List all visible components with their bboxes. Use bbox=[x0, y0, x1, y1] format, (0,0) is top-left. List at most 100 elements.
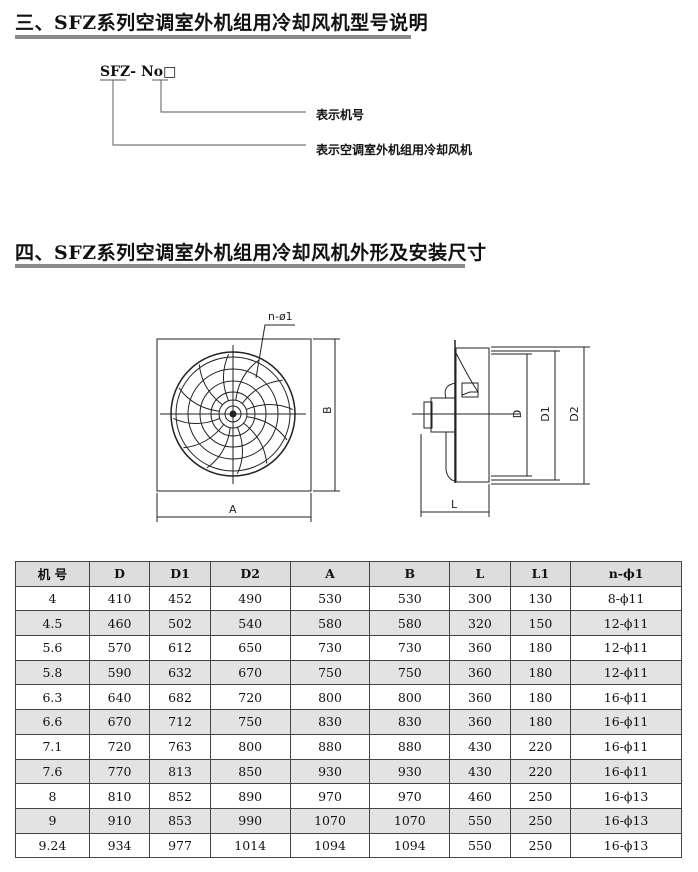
table-cell: 850 bbox=[209, 758, 291, 785]
table-cell: 7.1 bbox=[15, 733, 90, 760]
title-underline bbox=[15, 264, 465, 268]
guard-spoke bbox=[198, 364, 223, 406]
table-cell: 530 bbox=[289, 585, 371, 612]
table-cell: 220 bbox=[509, 758, 572, 785]
title-underline bbox=[15, 35, 411, 39]
section4-title: 四、SFZ系列空调室外机组用冷却风机外形及安装尺寸 bbox=[15, 242, 487, 264]
table-cell: 730 bbox=[369, 635, 451, 661]
table-cell: 1070 bbox=[369, 807, 451, 834]
table-cell: 890 bbox=[209, 783, 291, 809]
table-cell: 712 bbox=[149, 709, 211, 735]
model-leader-lines bbox=[100, 79, 306, 146]
table-cell: 590 bbox=[88, 659, 151, 686]
table-cell: 852 bbox=[149, 783, 211, 809]
table-cell: 7.6 bbox=[15, 758, 90, 785]
column-header: D1 bbox=[149, 561, 211, 587]
table-cell: 880 bbox=[289, 733, 371, 760]
dim-b-label: B bbox=[321, 406, 334, 414]
dim-a-label: A bbox=[229, 503, 237, 516]
column-header: A bbox=[289, 561, 371, 587]
guard-spoke bbox=[246, 416, 288, 441]
column-header: 机 号 bbox=[15, 561, 90, 587]
table-cell: 830 bbox=[369, 709, 451, 735]
label-machine-number: 表示机号 bbox=[316, 108, 365, 122]
column-header: D2 bbox=[209, 561, 291, 587]
table-cell: 320 bbox=[449, 610, 511, 637]
table-cell: 12-ϕ11 bbox=[570, 610, 682, 637]
table-cell: 360 bbox=[449, 659, 511, 686]
table-cell: 540 bbox=[209, 610, 291, 637]
table-cell: 570 bbox=[88, 635, 151, 661]
table-cell: 9 bbox=[15, 807, 90, 834]
table-cell: 12-ϕ11 bbox=[570, 635, 682, 661]
model-code: SFZ- No□ bbox=[100, 64, 177, 80]
table-cell: 5.6 bbox=[15, 635, 90, 661]
table-cell: 180 bbox=[509, 659, 572, 686]
table-cell: 16-ϕ13 bbox=[570, 807, 682, 834]
table-cell: 12-ϕ11 bbox=[570, 659, 682, 686]
table-cell: 530 bbox=[369, 585, 451, 612]
table-cell: 130 bbox=[509, 585, 572, 612]
table-cell: 810 bbox=[88, 783, 151, 809]
table-cell: 930 bbox=[289, 758, 371, 785]
table-cell: 880 bbox=[369, 733, 451, 760]
table-cell: 16-ϕ11 bbox=[570, 684, 682, 711]
guard-spoke bbox=[246, 403, 294, 411]
table-cell: 750 bbox=[209, 709, 291, 735]
table-cell: 16-ϕ11 bbox=[570, 758, 682, 785]
label-fan-type: 表示空调室外机组用冷却风机 bbox=[316, 143, 473, 157]
dim-d-label: D bbox=[511, 410, 524, 418]
table-cell: 6.3 bbox=[15, 684, 90, 711]
table-cell: 5.8 bbox=[15, 659, 90, 686]
table-cell: 300 bbox=[449, 585, 511, 612]
table-cell: 632 bbox=[149, 659, 211, 686]
guard-spoke bbox=[206, 427, 231, 469]
column-header: L bbox=[449, 561, 511, 587]
guard-spoke bbox=[235, 359, 260, 401]
table-cell: 612 bbox=[149, 635, 211, 661]
table-cell: 220 bbox=[509, 733, 572, 760]
table-cell: 430 bbox=[449, 733, 511, 760]
table-cell: 502 bbox=[149, 610, 211, 637]
table-cell: 410 bbox=[88, 585, 151, 612]
table-cell: 670 bbox=[209, 659, 291, 686]
guard-spoke bbox=[243, 422, 268, 464]
table-cell: 580 bbox=[369, 610, 451, 637]
table-cell: 180 bbox=[509, 709, 572, 735]
table-cell: 750 bbox=[289, 659, 371, 686]
guard-spoke bbox=[241, 379, 283, 404]
table-cell: 800 bbox=[209, 733, 291, 760]
table-cell: 250 bbox=[509, 832, 572, 859]
table-cell: 9.24 bbox=[15, 832, 90, 859]
table-cell: 813 bbox=[149, 758, 211, 785]
table-cell: 250 bbox=[509, 783, 572, 809]
table-cell: 720 bbox=[209, 684, 291, 711]
table-cell: 360 bbox=[449, 635, 511, 661]
table-cell: 830 bbox=[289, 709, 371, 735]
dim-l-label: L bbox=[451, 498, 458, 511]
table-cell: 750 bbox=[369, 659, 451, 686]
table-cell: 670 bbox=[88, 709, 151, 735]
table-cell: 4.5 bbox=[15, 610, 90, 637]
table-cell: 360 bbox=[449, 684, 511, 711]
table-cell: 460 bbox=[88, 610, 151, 637]
table-cell: 640 bbox=[88, 684, 151, 711]
dim-d1-label: D1 bbox=[539, 406, 552, 421]
table-cell: 550 bbox=[449, 832, 511, 859]
table-cell: 800 bbox=[289, 684, 371, 711]
table-cell: 150 bbox=[509, 610, 572, 637]
table-cell: 8-ϕ11 bbox=[570, 585, 682, 612]
table-cell: 970 bbox=[369, 783, 451, 809]
guard-spoke bbox=[222, 353, 230, 401]
table-cell: 1014 bbox=[209, 832, 291, 859]
table-cell: 1070 bbox=[289, 807, 371, 834]
